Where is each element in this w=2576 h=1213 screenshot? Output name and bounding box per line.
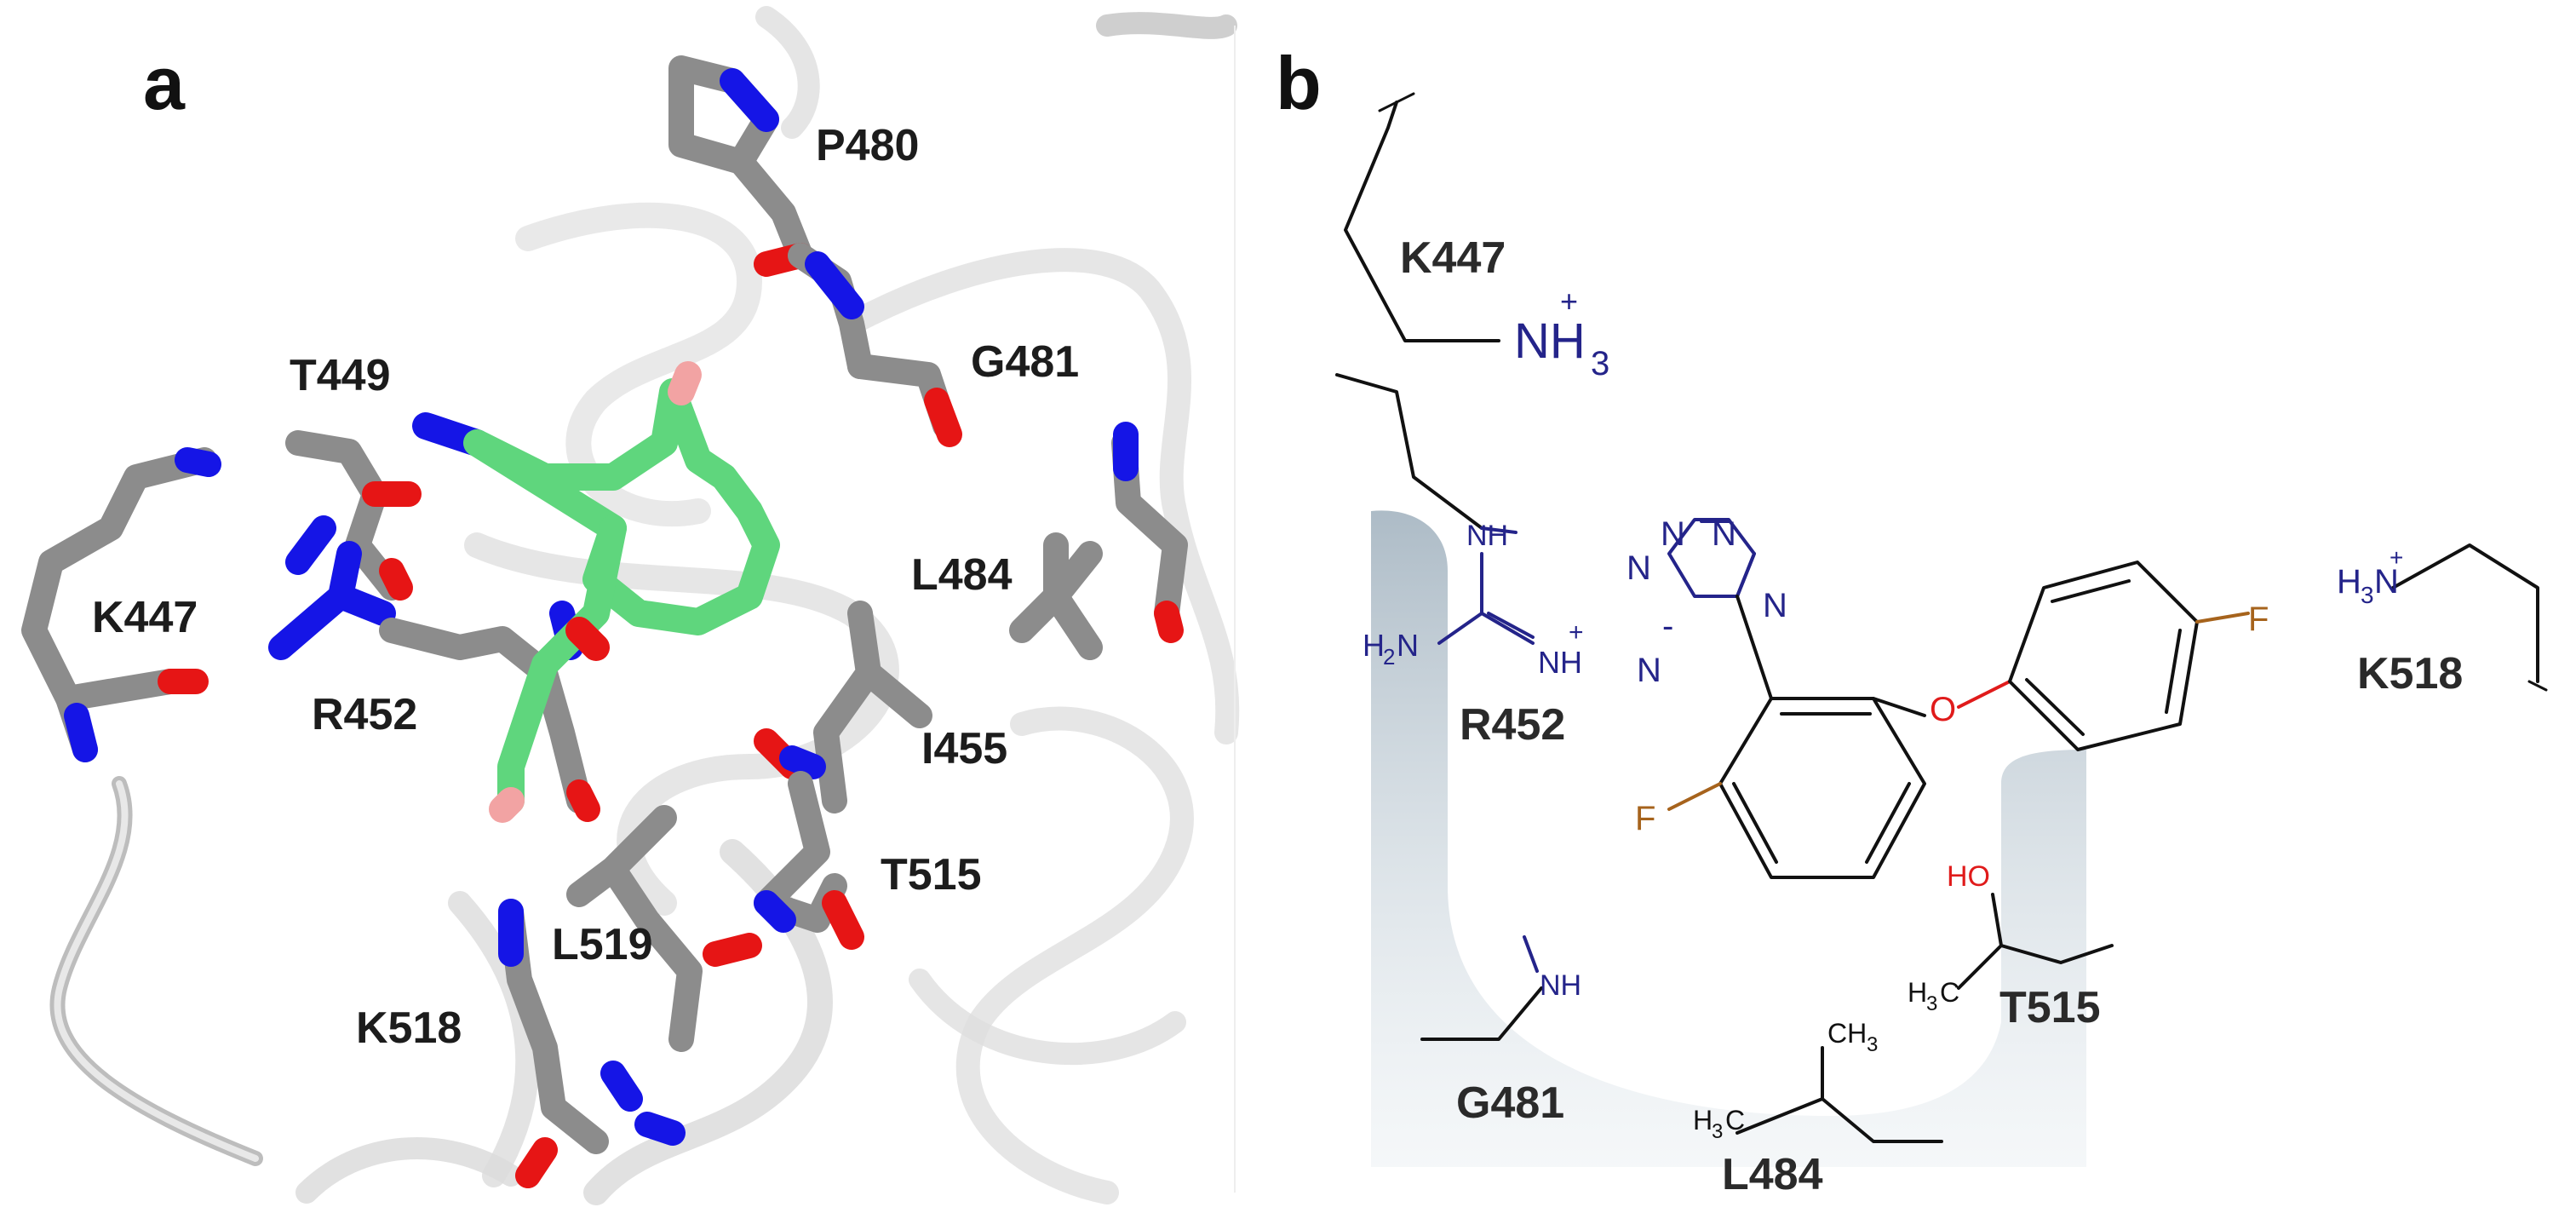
- atom-label-h3c-t515-c: C: [1940, 977, 1959, 1008]
- residue-label-b-g481: G481: [1456, 1078, 1564, 1128]
- residue-label-k518: K518: [356, 1003, 462, 1053]
- panel-b: b K447 R452 K518 T515 G481 L484 NH 3 + N…: [1276, 41, 2548, 1199]
- residue-label-l484: L484: [911, 550, 1013, 600]
- atom-label-nh-plus: NH: [1538, 645, 1582, 680]
- binding-pocket: [1371, 510, 2086, 1167]
- atom-label-h3n-n: N: [2374, 563, 2399, 601]
- ligand-sticks: [412, 361, 780, 823]
- atom-label-h3n-sub: 3: [2361, 582, 2374, 608]
- residue-label-l519: L519: [552, 920, 653, 969]
- residue-label-g481: G481: [971, 337, 1079, 387]
- atom-label-fluorine-right: F: [2248, 601, 2269, 638]
- residue-label-b-r452: R452: [1460, 700, 1565, 750]
- chem-bonds: [1335, 92, 2548, 1143]
- atom-label-h3c-t515: H: [1908, 977, 1927, 1008]
- atom-label-ho: HO: [1947, 860, 1990, 893]
- atom-label-h3c-l484-c: C: [1725, 1105, 1745, 1135]
- residue-label-i455: I455: [921, 724, 1007, 773]
- residue-label-t449: T449: [290, 351, 391, 400]
- residue-label-p480: P480: [816, 121, 919, 170]
- atom-label-tetrazole-n3: N: [1712, 515, 1736, 553]
- residue-sticks: [21, 55, 1188, 1188]
- atom-label-ch3: CH: [1827, 1018, 1867, 1049]
- atom-labels: NH 3 + NH H 2 N NH + H 3 N + N N N N N -…: [1363, 284, 2403, 1143]
- atom-label-fluorine-left: F: [1635, 800, 1655, 837]
- atom-label-nh3: NH: [1514, 313, 1586, 369]
- atom-label-h3c-l484: H: [1693, 1105, 1713, 1135]
- atom-label-backbone-nh: NH: [1540, 969, 1581, 1002]
- panel-letter-a: a: [143, 41, 186, 125]
- atom-label-oxygen: O: [1930, 691, 1956, 728]
- residue-label-b-k447: K447: [1400, 233, 1506, 283]
- residue-label-r452: R452: [312, 690, 417, 739]
- atom-label-tetrazole-n4: N: [1763, 587, 1787, 624]
- panel-a: a P480 K447 T449 G481 L484 R452 I455 T51…: [21, 6, 1240, 1205]
- residue-label-t515: T515: [881, 850, 982, 900]
- residue-label-b-t515: T515: [1999, 983, 2101, 1032]
- atom-label-nh3-charge: +: [1560, 284, 1578, 319]
- residue-label-b-k518: K518: [2357, 649, 2463, 698]
- atom-label-tetrazole-n1: N: [1626, 549, 1651, 587]
- atom-label-h2n-sub: 2: [1383, 644, 1395, 670]
- residue-label-k447: K447: [92, 593, 198, 642]
- atom-label-nh3-sub: 3: [1591, 345, 1609, 382]
- atom-label-tetrazole-n5: N: [1637, 652, 1661, 689]
- atom-label-nh-plus-charge: +: [1569, 618, 1584, 647]
- atom-label-h3n-charge: +: [2390, 544, 2403, 571]
- atom-label-h2n-n: N: [1397, 628, 1419, 663]
- residue-label-b-l484: L484: [1722, 1150, 1823, 1199]
- atom-label-h3c-t515-sub: 3: [1926, 992, 1937, 1015]
- atom-label-nh: NH: [1466, 520, 1508, 552]
- atom-label-tetrazole-charge: -: [1662, 607, 1673, 645]
- atom-label-ch3-sub: 3: [1867, 1033, 1878, 1056]
- panel-letter-b: b: [1276, 41, 1322, 125]
- atom-label-h3c-l484-sub: 3: [1712, 1120, 1723, 1143]
- atom-label-tetrazole-n2: N: [1661, 515, 1685, 553]
- atom-label-h3n: H: [2337, 563, 2361, 601]
- atom-label-h2n: H: [1363, 628, 1385, 663]
